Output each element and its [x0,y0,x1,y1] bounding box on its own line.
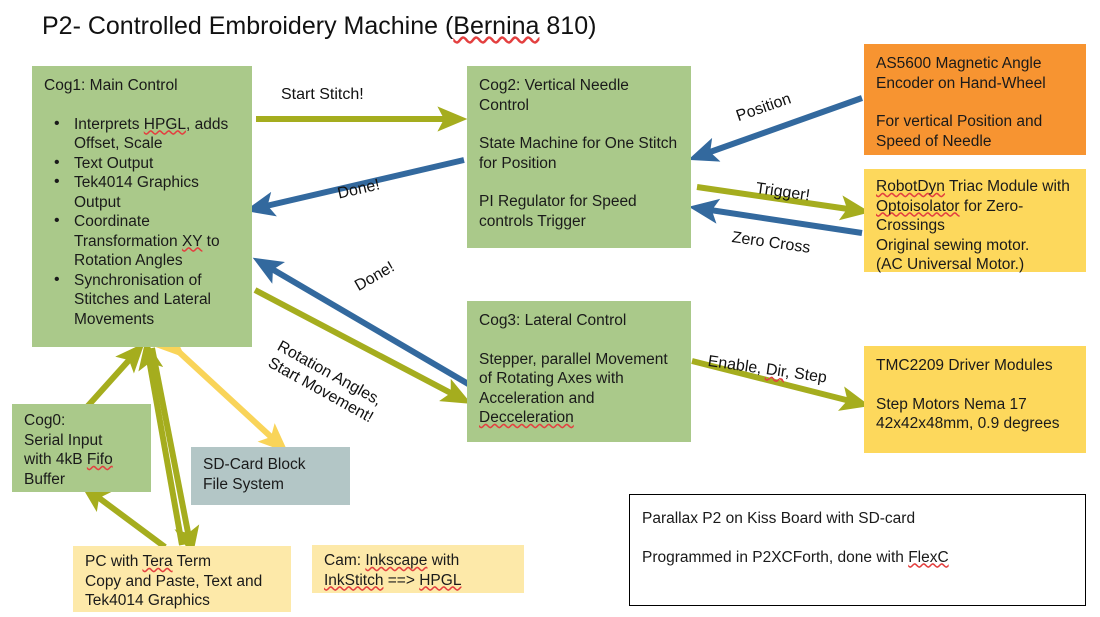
cam-line-1: Cam: Inkscape with [324,552,460,569]
page-title: P2- Controlled Embroidery Machine (Berni… [42,12,597,40]
triac-line-3: (AC Universal Motor.) [876,256,1025,273]
box-sdcard[interactable]: SD-Card Block File System [191,447,350,505]
arrow-trigger [696,184,871,221]
cog1-heading: Cog1: Main Control [44,77,178,94]
list-item: Interprets HPGL, adds Offset, Scale [44,114,242,154]
cog3-heading: Cog3: Lateral Control [479,312,627,329]
driver-line-2: Step Motors Nema 17 42x42x48mm, 0.9 degr… [876,395,1060,433]
cog1-bullet-list: Interprets HPGL, adds Offset, Scale Text… [44,114,242,330]
label-start-stitch: Start Stitch! [281,86,364,103]
arrow-cog1-to-pc [149,347,200,557]
arrow-pc-to-cog0 [80,483,167,550]
arrow-rotation-angles [253,287,472,404]
list-item: Tek4014 Graphics Output [44,172,242,212]
triac-line-1: RobotDyn Triac Module with Optoisolator … [876,178,1070,234]
cam-line-2: InkStitch ==> HPGL [324,571,462,589]
triac-line-2: Original sewing motor. [876,236,1030,254]
cog0-line-3: with 4kB Fifo [24,451,113,468]
pc-line-1: PC with Tera Term [85,553,212,570]
list-item: Text Output [44,153,242,174]
driver-line-1: TMC2209 Driver Modules [876,357,1053,374]
arrow-cog0-to-cog1 [83,342,145,411]
arrow-zero-cross [688,198,863,236]
box-as5600-encoder[interactable]: AS5600 Magnetic Angle Encoder on Hand-Wh… [864,44,1086,155]
info-line-1: Parallax P2 on Kiss Board with SD-card [642,510,916,527]
list-item: Coordinate Transformation XY to Rotation… [44,211,242,271]
box-cog0[interactable]: Cog0: Serial Input with 4kB Fifo Buffer [12,404,151,492]
cog2-line-1: State Machine for One Stitch for Positio… [479,135,678,172]
box-cog2[interactable]: Cog2: Vertical Needle Control State Mach… [467,66,691,248]
box-info[interactable]: Parallax P2 on Kiss Board with SD-card P… [629,494,1086,606]
box-robotdyn-triac[interactable]: RobotDyn Triac Module with Optoisolator … [864,169,1086,273]
box-cam-inkscape[interactable]: Cam: Inkscape with InkStitch ==> HPGL [312,545,524,593]
encoder-line-1: AS5600 Magnetic Angle Encoder on Hand-Wh… [876,55,1046,92]
box-cog3[interactable]: Cog3: Lateral Control Stepper, parallel … [467,301,691,442]
arrow-done-stitch [244,157,465,217]
arrow-done-lateral [252,257,472,388]
box-cog1[interactable]: Cog1: Main Control Interprets HPGL, adds… [32,66,252,347]
cog2-heading: Cog2: Vertical Needle Control [479,77,629,114]
arrow-pc-to-cog1 [138,339,185,546]
cog0-line-1: Cog0: [24,412,66,429]
pc-line-2: Copy and Paste, Text and [85,572,263,590]
box-tmc2209-driver[interactable]: TMC2209 Driver Modules Step Motors Nema … [864,346,1086,453]
cog3-line-1: Stepper, parallel Movement of Rotating A… [479,350,668,427]
arrow-cog1-sdcard [154,328,289,453]
cog2-line-2: PI Regulator for Speed controls Trigger [479,193,637,230]
arrow-enable-dir-step [691,358,871,411]
arrow-position [688,95,864,162]
encoder-line-2: For vertical Position and Speed of Needl… [876,113,1043,150]
cog0-line-4: Buffer [24,470,66,488]
box-pc-tera-term[interactable]: PC with Tera Term Copy and Paste, Text a… [73,546,291,612]
list-item: Synchronisation of Stitches and Lateral … [44,270,242,330]
sdcard-line-1: SD-Card Block [203,456,306,473]
sdcard-line-2: File System [203,475,284,493]
pc-line-3: Tek4014 Graphics [85,592,210,609]
cog0-line-2: Serial Input [24,431,103,449]
info-line-2: Programmed in P2XCForth, done with FlexC [642,548,949,566]
